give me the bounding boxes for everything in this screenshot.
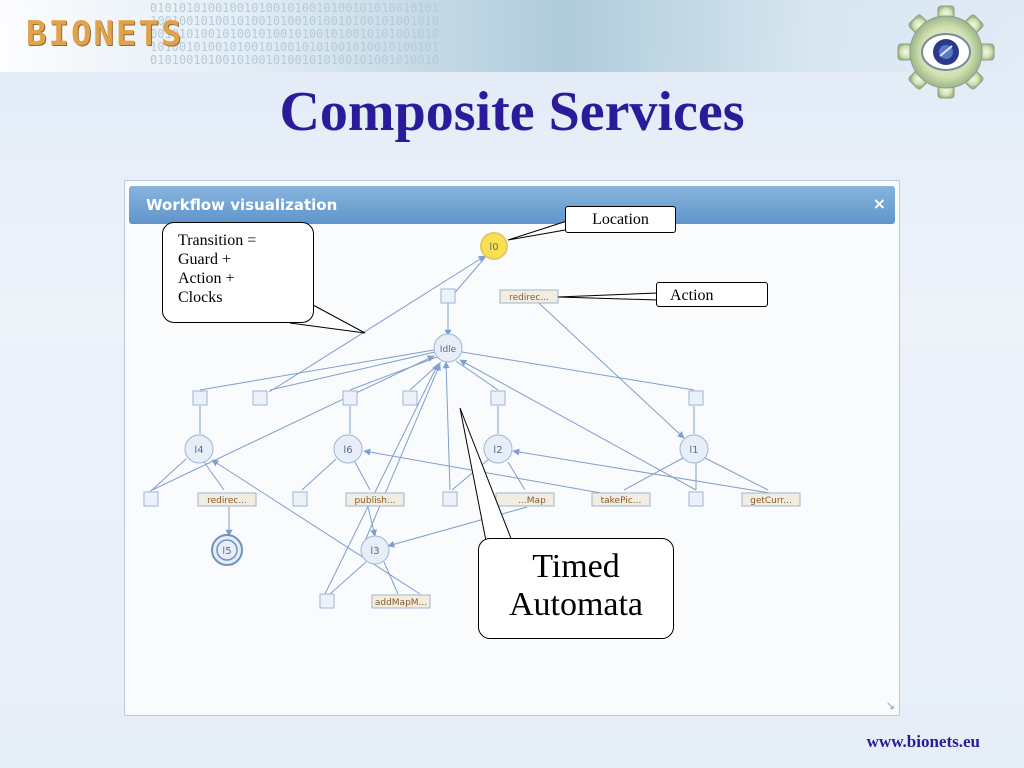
edge [451, 458, 490, 491]
callout-transition-line: Clocks [178, 289, 223, 306]
action-label-text: takePic... [601, 496, 642, 506]
svg-text:l5: l5 [222, 546, 231, 557]
callout-pointer-timed [459, 407, 513, 542]
footer-url[interactable]: www.bionets.eu [866, 732, 980, 751]
edge [364, 363, 441, 542]
action-label-box[interactable]: addMapM... [371, 594, 431, 609]
action-label-text: redirec... [207, 496, 247, 506]
transition-box [319, 593, 335, 609]
header-banner: 0101010100100101001010010100101010010101… [0, 0, 1024, 72]
edge [151, 458, 187, 491]
edge [455, 360, 499, 391]
callout-transition-line: Action + [178, 270, 235, 287]
slide-title: Composite Services [279, 81, 745, 143]
location-node-l2[interactable]: l2 [483, 434, 513, 464]
transition-box [292, 491, 308, 507]
transition-box [252, 390, 268, 406]
edge [507, 461, 526, 491]
callout-transition: Transition = Guard + Action + Clocks [162, 222, 314, 323]
location-node-l4[interactable]: l4 [184, 434, 214, 464]
edge [211, 459, 421, 595]
callout-pointer-action [557, 292, 659, 301]
resize-grip-icon[interactable]: ↘ [885, 699, 895, 712]
action-label-box[interactable]: redirec... [499, 289, 559, 304]
transition-box [192, 390, 208, 406]
transition-box [688, 491, 704, 507]
location-node-l5-final[interactable]: l5 [211, 534, 243, 566]
svg-text:l1: l1 [689, 445, 698, 456]
binary-pattern-decoration: 0101010100100101001010010100101010010101… [150, 2, 439, 67]
transition-box [442, 491, 458, 507]
action-label-text: publish... [354, 496, 395, 506]
edge [349, 356, 438, 391]
edge [149, 355, 435, 492]
callout-transition-line: Guard + [178, 251, 232, 268]
transition-box [490, 390, 506, 406]
panel-title: Workflow visualization [146, 196, 338, 214]
svg-text:l0: l0 [489, 242, 498, 253]
close-icon[interactable]: × [872, 194, 886, 213]
edge [459, 359, 697, 491]
edge [268, 255, 486, 393]
location-node-idle[interactable]: Idle [433, 333, 463, 363]
bionets-logo: BIONETS [26, 14, 184, 54]
svg-text:l6: l6 [343, 445, 352, 456]
action-label-text: getCurr... [750, 496, 792, 506]
edge [199, 349, 435, 391]
action-label-box[interactable]: publish... [345, 492, 405, 507]
action-label-box[interactable]: ...Map [495, 492, 555, 507]
gear-logo-icon [897, 5, 995, 99]
action-label-box[interactable]: redirec... [197, 492, 257, 507]
location-node-l1[interactable]: l1 [679, 434, 709, 464]
action-label-text: addMapM... [375, 598, 427, 608]
edge [461, 351, 695, 391]
transition-box [440, 288, 456, 304]
transition-box [402, 390, 418, 406]
action-label-text: ...Map [518, 496, 546, 506]
action-label-text: redirec... [509, 293, 549, 303]
callout-action-text: Action [670, 287, 714, 304]
callout-action: Action [656, 282, 768, 307]
edge [324, 363, 439, 595]
callout-timed-line: Timed [532, 548, 620, 585]
callout-timed-automata: Timed Automata [478, 538, 674, 639]
edge [329, 561, 367, 595]
panel-header[interactable]: Workflow visualization × [129, 186, 895, 224]
callout-location: Location [565, 206, 676, 233]
svg-text:l4: l4 [194, 445, 203, 456]
action-label-box[interactable]: getCurr... [741, 492, 801, 507]
transition-box [342, 390, 358, 406]
edge [354, 461, 371, 491]
edge [704, 457, 769, 491]
edge [301, 458, 337, 491]
callout-pointer-location [507, 220, 572, 241]
callout-location-text: Location [592, 211, 649, 228]
edge [527, 292, 685, 439]
edge [451, 253, 489, 297]
location-node-l3[interactable]: l3 [360, 535, 390, 565]
edge [203, 461, 225, 491]
svg-text:Idle: Idle [440, 345, 457, 355]
callout-transition-line: Transition = [178, 232, 257, 249]
edge [387, 506, 528, 548]
location-node-l6[interactable]: l6 [333, 434, 363, 464]
location-node-l0[interactable]: l0 [480, 232, 508, 260]
svg-text:l3: l3 [370, 546, 379, 557]
edge [512, 448, 771, 494]
action-label-box[interactable]: takePic... [591, 492, 651, 507]
edge [367, 506, 377, 537]
transition-box [143, 491, 159, 507]
edge [269, 351, 436, 391]
svg-text:l2: l2 [493, 445, 502, 456]
callout-timed-line: Automata [508, 586, 644, 623]
edge [383, 561, 399, 595]
edge [442, 361, 451, 491]
transition-box [688, 390, 704, 406]
edge [409, 361, 442, 391]
